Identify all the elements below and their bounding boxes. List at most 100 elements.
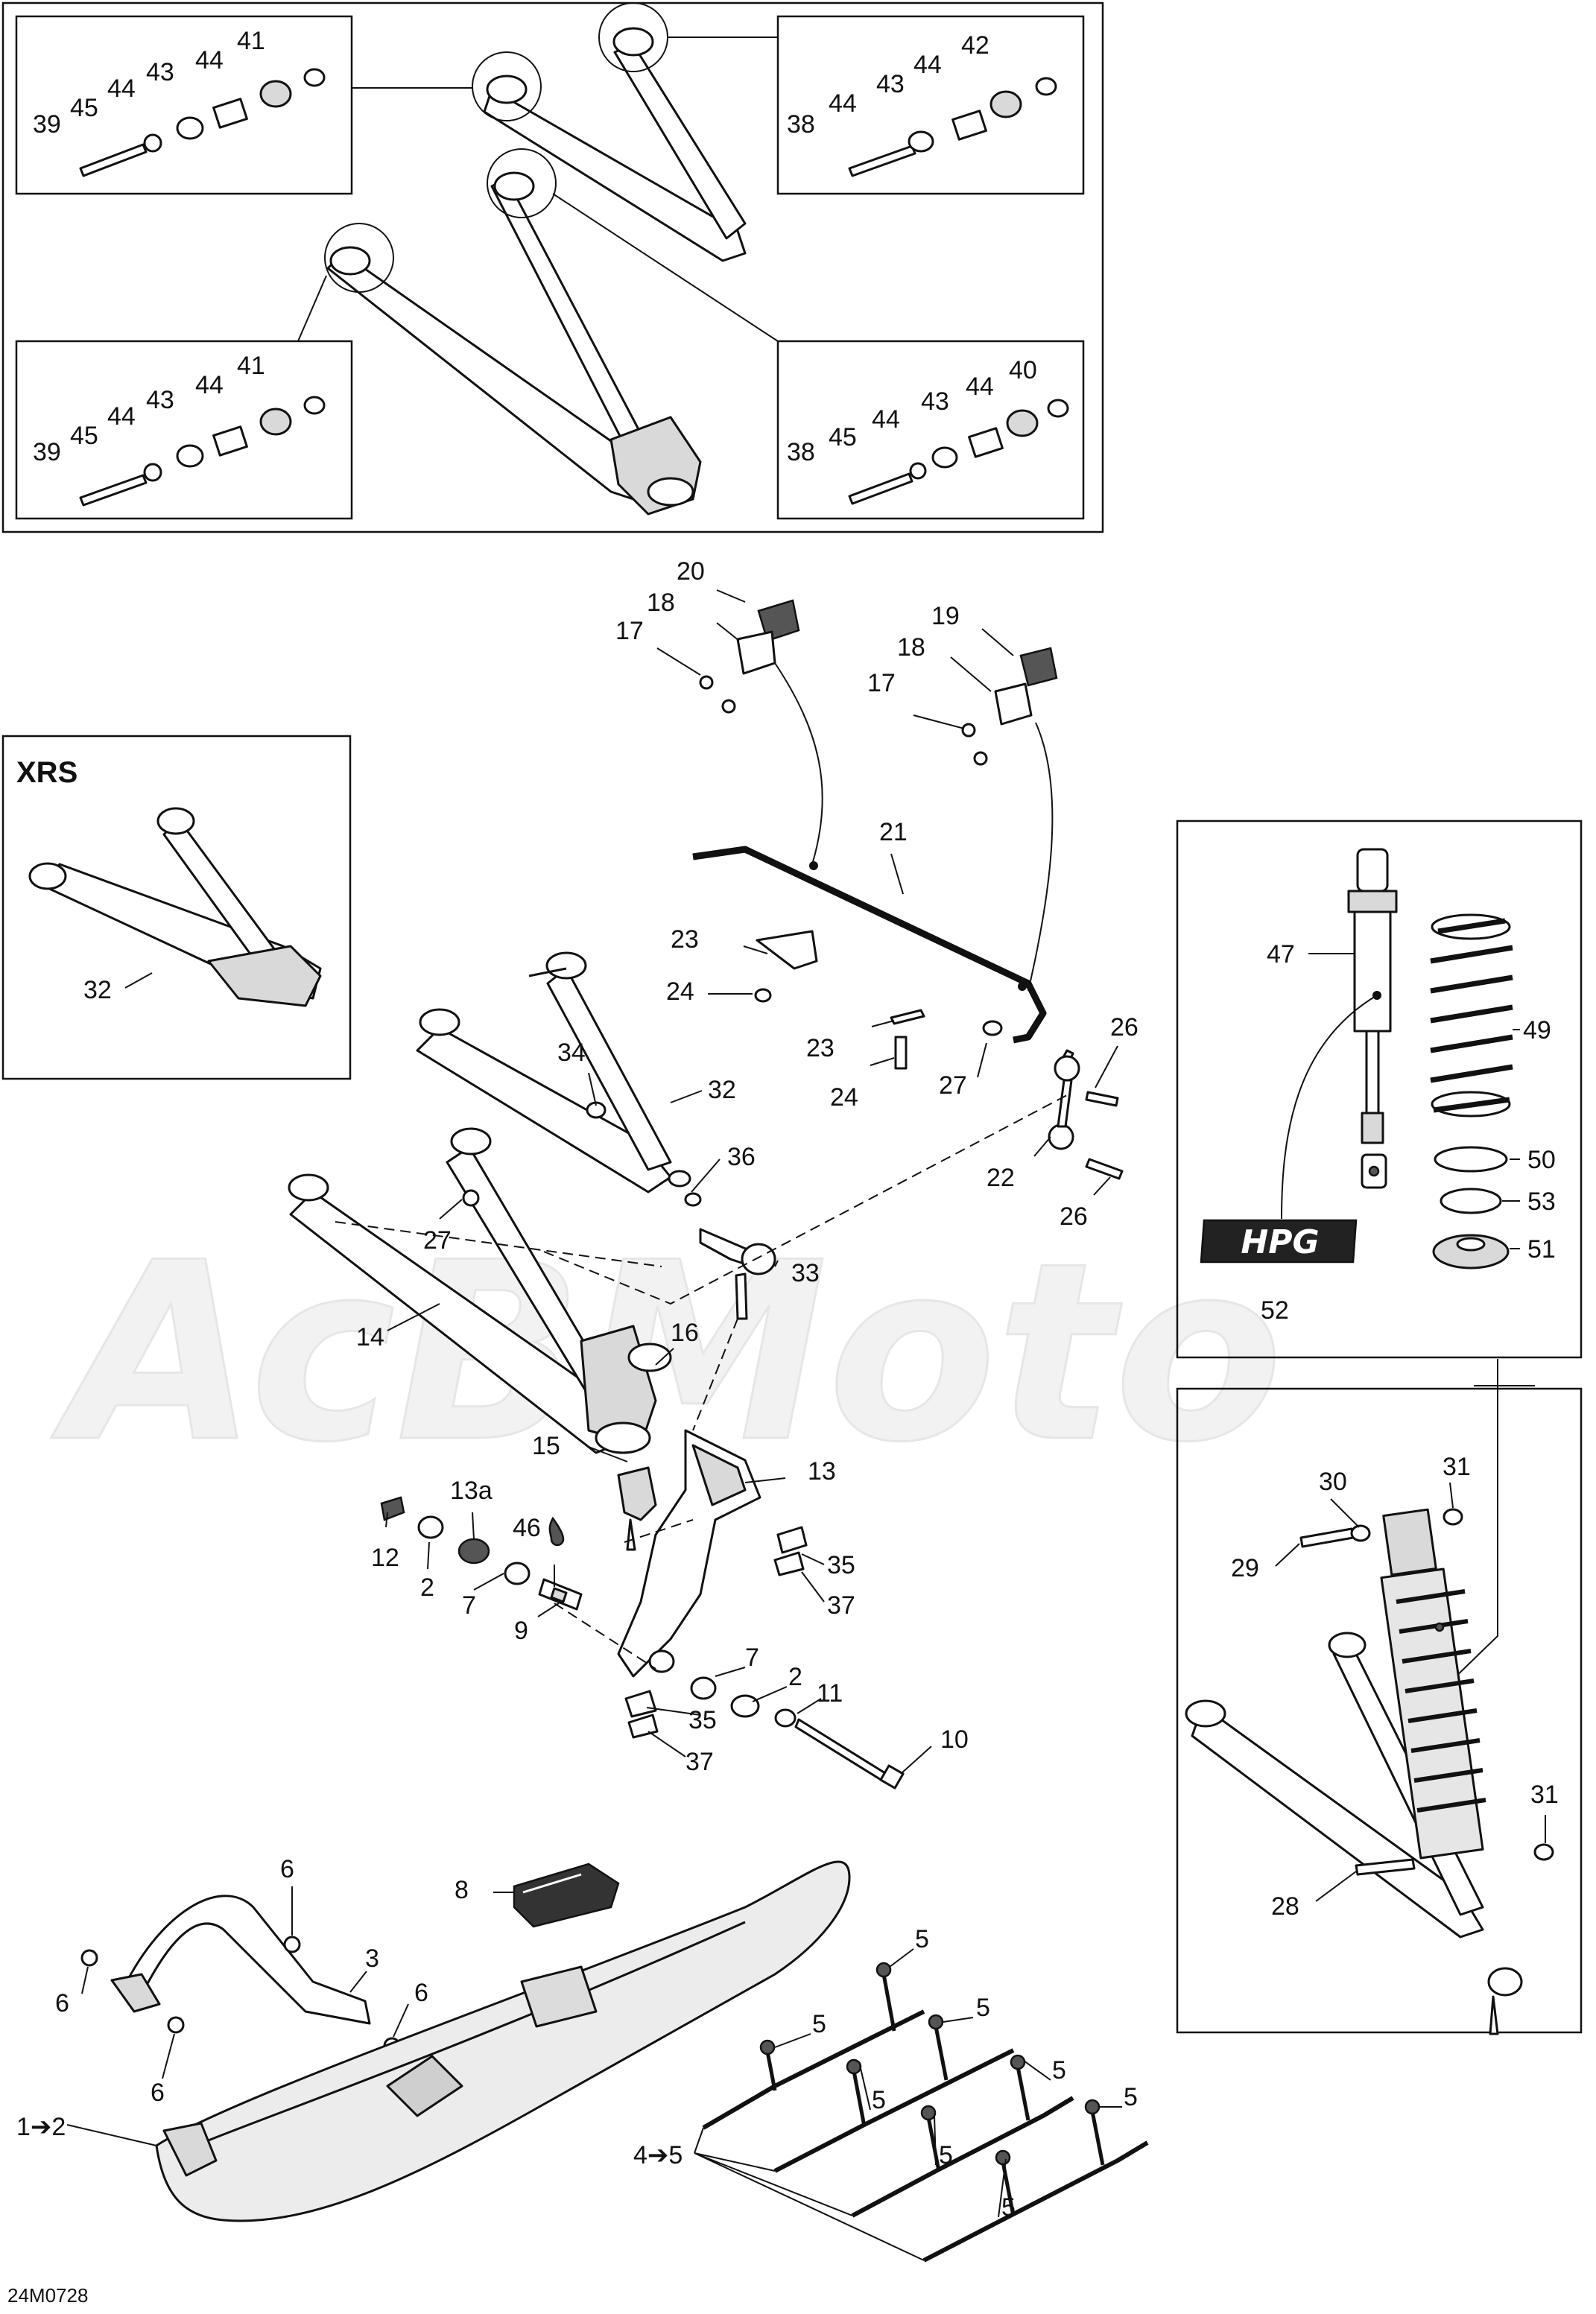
callout-31: 31 <box>1530 1781 1559 1809</box>
callout-50: 50 <box>1527 1146 1556 1174</box>
callout-26: 26 <box>1060 1202 1088 1231</box>
callout-32: 32 <box>708 1076 736 1104</box>
callout-18: 18 <box>897 633 925 662</box>
inset-box-top-right <box>776 15 1085 195</box>
upper-arm-detail-frame: 41 44 43 44 45 39 42 44 43 44 38 41 44 4… <box>1 1 1104 533</box>
callout-37: 37 <box>827 1591 855 1620</box>
callouts-top-frame: 41 44 43 44 45 39 42 44 43 44 38 41 44 4… <box>33 27 1037 466</box>
callout-38: 38 <box>787 438 815 466</box>
callout-11: 11 <box>817 1679 843 1708</box>
front-suspension-assembly: 20 18 17 19 18 17 21 23 24 23 24 27 26 2… <box>288 557 1139 1790</box>
ski-assembly: 8 6 3 6 6 6 1➔2 4➔5 5 5 5 5 5 5 5 5 <box>16 1855 1149 2263</box>
callout-5: 5 <box>1001 2193 1016 2222</box>
xrs-variant-inset: XRS 32 <box>1 735 352 1080</box>
callout-5: 5 <box>976 1994 990 2022</box>
callout-8: 8 <box>455 1876 469 1904</box>
callout-44: 44 <box>195 46 224 75</box>
callout-27: 27 <box>423 1226 452 1255</box>
callout-45: 45 <box>70 94 98 122</box>
callout-32-xrs: 32 <box>83 976 112 1004</box>
callout-10: 10 <box>940 1725 969 1754</box>
callout-6: 6 <box>151 2079 165 2107</box>
inset-box-bottom-left <box>15 340 353 520</box>
callout-9: 9 <box>514 1617 528 1645</box>
hardware-stack-bottom-right <box>848 399 1069 505</box>
callout-45: 45 <box>70 422 98 450</box>
callout-2: 2 <box>420 1573 434 1602</box>
callout-53: 53 <box>1527 1188 1556 1216</box>
callout-29: 29 <box>1231 1554 1259 1582</box>
callout-37: 37 <box>685 1748 714 1776</box>
callout-39: 39 <box>33 110 61 139</box>
callout-1-to-2: 1➔2 <box>16 2113 66 2141</box>
callout-6: 6 <box>280 1855 294 1883</box>
hardware-stack-top-left <box>79 68 326 177</box>
callout-44: 44 <box>913 51 942 79</box>
callout-15: 15 <box>532 1432 560 1460</box>
sway-bar <box>692 846 1047 1044</box>
shock-installation-inset: 30 31 29 31 28 <box>1176 1359 1583 2035</box>
callout-38: 38 <box>787 110 815 139</box>
hardware-stack-top-right <box>848 77 1057 177</box>
callout-5: 5 <box>1052 2056 1066 2085</box>
callout-7: 7 <box>462 1591 476 1620</box>
callout-13: 13 <box>808 1457 836 1486</box>
callout-44: 44 <box>829 89 857 118</box>
callout-22: 22 <box>987 1164 1015 1192</box>
callout-47: 47 <box>1267 940 1295 969</box>
callout-35: 35 <box>827 1551 855 1579</box>
callout-24: 24 <box>666 977 694 1006</box>
callout-42: 42 <box>961 31 989 60</box>
callout-33: 33 <box>791 1259 820 1287</box>
callout-5: 5 <box>1124 2083 1138 2111</box>
callout-52: 52 <box>1261 1296 1289 1325</box>
xrs-label: XRS <box>16 756 77 789</box>
callout-44: 44 <box>872 405 900 434</box>
callout-43: 43 <box>921 387 949 416</box>
hardware-stack-bottom-left <box>79 396 326 507</box>
callout-36: 36 <box>727 1143 756 1171</box>
callout-4-to-5: 4➔5 <box>633 2141 683 2169</box>
callout-19: 19 <box>931 602 960 630</box>
callout-49: 49 <box>1523 1016 1551 1045</box>
upper-a-arm-drawing <box>297 2 779 516</box>
callout-44: 44 <box>107 75 136 103</box>
callout-43: 43 <box>876 70 905 98</box>
callout-23: 23 <box>806 1034 835 1062</box>
callout-40: 40 <box>1009 356 1037 384</box>
callout-43: 43 <box>146 386 174 414</box>
callout-46: 46 <box>513 1514 541 1542</box>
callout-35: 35 <box>688 1706 717 1734</box>
callout-23: 23 <box>671 925 699 954</box>
callout-5: 5 <box>915 1925 929 1953</box>
callout-45: 45 <box>829 423 857 451</box>
callout-30: 30 <box>1319 1468 1347 1496</box>
callout-6: 6 <box>55 1989 69 2017</box>
callout-2: 2 <box>788 1663 802 1691</box>
callout-17: 17 <box>615 617 644 645</box>
callout-44: 44 <box>195 371 224 399</box>
callout-51: 51 <box>1527 1235 1556 1264</box>
callout-13a: 13a <box>450 1477 493 1505</box>
callout-24: 24 <box>830 1083 858 1112</box>
callout-34: 34 <box>557 1039 586 1067</box>
callout-44: 44 <box>966 373 994 401</box>
callout-5: 5 <box>939 2141 953 2169</box>
callout-44: 44 <box>107 402 136 431</box>
inset-box-top-left <box>15 15 353 195</box>
ski-runners <box>702 1962 1149 2263</box>
callout-27: 27 <box>939 1071 967 1100</box>
callout-17: 17 <box>867 669 896 697</box>
diagram-code: 24M0728 <box>7 2284 88 2307</box>
callout-5: 5 <box>812 2010 826 2038</box>
callout-16: 16 <box>671 1319 699 1347</box>
callout-7: 7 <box>745 1643 759 1672</box>
shock-spring <box>1430 913 1513 1118</box>
lubricant-drop-icon <box>548 1516 565 1547</box>
callout-31: 31 <box>1443 1453 1471 1481</box>
callout-21: 21 <box>879 818 908 846</box>
callout-41: 41 <box>237 352 265 380</box>
callout-41: 41 <box>237 27 265 55</box>
callout-14: 14 <box>356 1323 384 1351</box>
